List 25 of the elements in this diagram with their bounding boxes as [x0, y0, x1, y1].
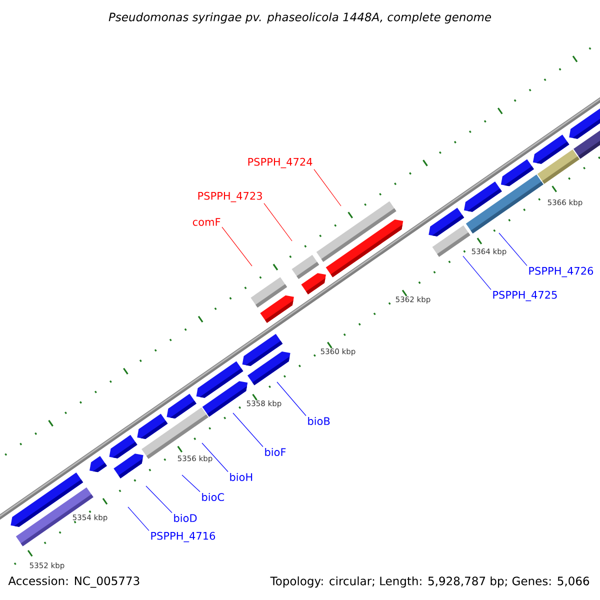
gene-label: PSPPH_4724	[248, 158, 312, 168]
gene-label: PSPPH_4723	[198, 192, 262, 202]
leader-line	[128, 506, 150, 531]
gene-label: bioB	[308, 416, 330, 426]
leader-line	[202, 442, 228, 472]
gene-label: comF	[192, 218, 220, 226]
title: Pseudomonas syringae pv. phaseolicola 1448A, complete genome	[108, 12, 492, 24]
leader-line	[314, 169, 342, 206]
gene-label: PSPPH_4726	[529, 266, 594, 278]
leader-line	[498, 232, 528, 266]
gene-label: bioF	[265, 448, 286, 456]
leader-line	[182, 474, 200, 492]
leader-line	[462, 256, 492, 290]
leader-line	[232, 412, 264, 448]
gene-label: bioH	[230, 472, 252, 482]
leader-line	[264, 203, 292, 242]
leader-line	[222, 226, 252, 266]
gene-label: bioC	[202, 492, 224, 502]
gene-label: bioD	[174, 514, 197, 522]
leader-line	[276, 382, 306, 416]
genome-info-text: Topology: circular; Length: 5,928,787 bp; Genes: 5,066	[270, 576, 590, 588]
gene-label: PSPPH_4716	[151, 532, 216, 542]
accession-text: Accession: NC_005773	[8, 576, 140, 588]
gene-label: PSPPH_4725	[493, 290, 557, 302]
leader-line	[146, 486, 172, 514]
